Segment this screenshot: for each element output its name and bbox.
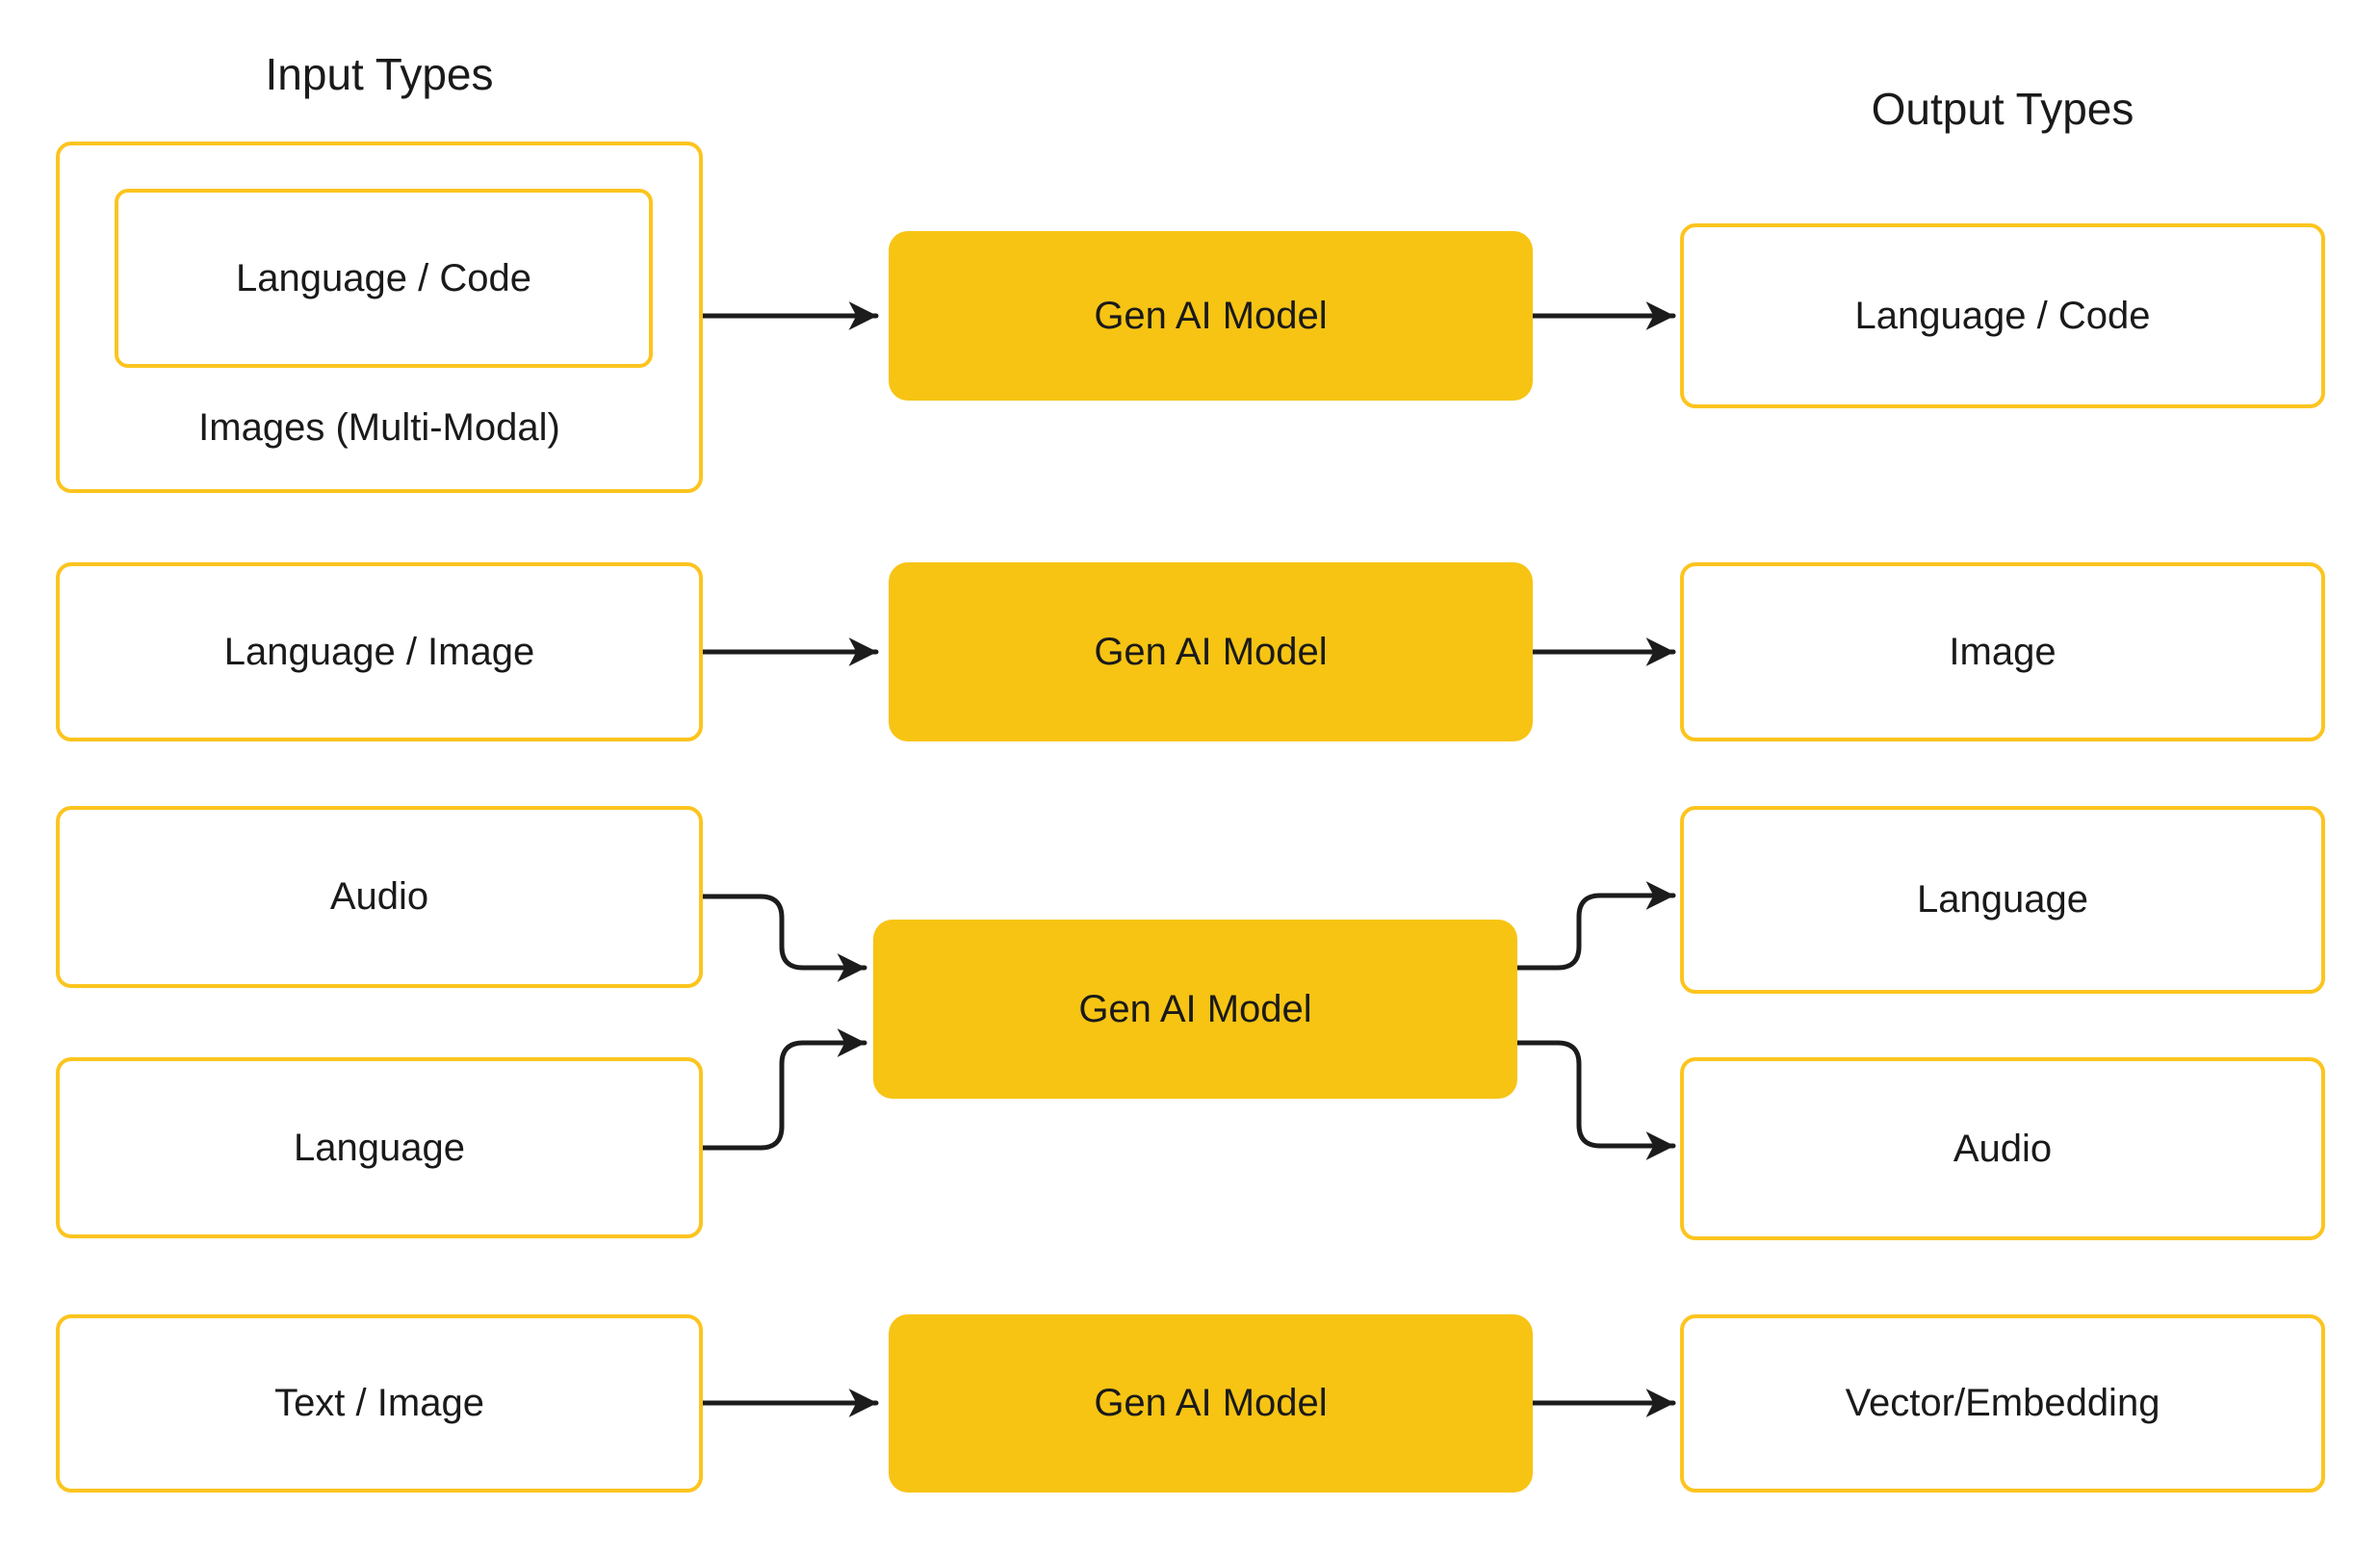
input-node-audio: Audio	[56, 806, 703, 988]
arrow-row3-model-to-language	[1514, 881, 1676, 971]
node-label: Audio	[329, 875, 429, 918]
arrow-row3-audio-to-model	[700, 894, 867, 982]
node-label: Vector/Embedding	[1845, 1382, 2160, 1424]
input-node-text-image: Text / Image	[56, 1314, 703, 1493]
node-label: Image	[1949, 630, 2057, 673]
node-label: Gen AI Model	[1094, 1382, 1328, 1424]
output-node-language: Language	[1680, 806, 2325, 994]
model-node-2: Gen AI Model	[889, 562, 1533, 741]
model-node-1: Gen AI Model	[889, 231, 1533, 401]
node-label: Gen AI Model	[1078, 987, 1312, 1030]
input-types-title: Input Types	[265, 49, 494, 99]
group-label-images-multimodal: Images (Multi-Modal)	[198, 406, 560, 449]
node-label: Language / Code	[1854, 294, 2151, 337]
model-node-3: Gen AI Model	[873, 920, 1517, 1099]
output-node-vector-embedding: Vector/Embedding	[1680, 1314, 2325, 1493]
node-label: Gen AI Model	[1094, 294, 1328, 337]
node-label: Language	[294, 1126, 465, 1169]
node-label: Gen AI Model	[1094, 630, 1328, 673]
input-node-language-code: Language / Code	[115, 189, 653, 368]
node-label: Language / Image	[223, 630, 535, 673]
node-label: Audio	[1953, 1127, 2053, 1170]
input-node-language-image: Language / Image	[56, 562, 703, 741]
input-group-multimodal: Language / Code Images (Multi-Modal)	[56, 142, 703, 493]
node-label: Language	[1917, 878, 2088, 921]
output-types-title: Output Types	[1871, 84, 2134, 134]
arrow-row3-language-to-model	[700, 1028, 867, 1151]
arrow-row3-model-to-audio	[1514, 1040, 1676, 1160]
node-label: Text / Image	[274, 1382, 484, 1424]
output-node-language-code: Language / Code	[1680, 223, 2325, 408]
node-label: Language / Code	[236, 256, 531, 299]
output-node-image: Image	[1680, 562, 2325, 741]
output-node-audio: Audio	[1680, 1057, 2325, 1240]
input-node-language: Language	[56, 1057, 703, 1238]
model-node-4: Gen AI Model	[889, 1314, 1533, 1493]
